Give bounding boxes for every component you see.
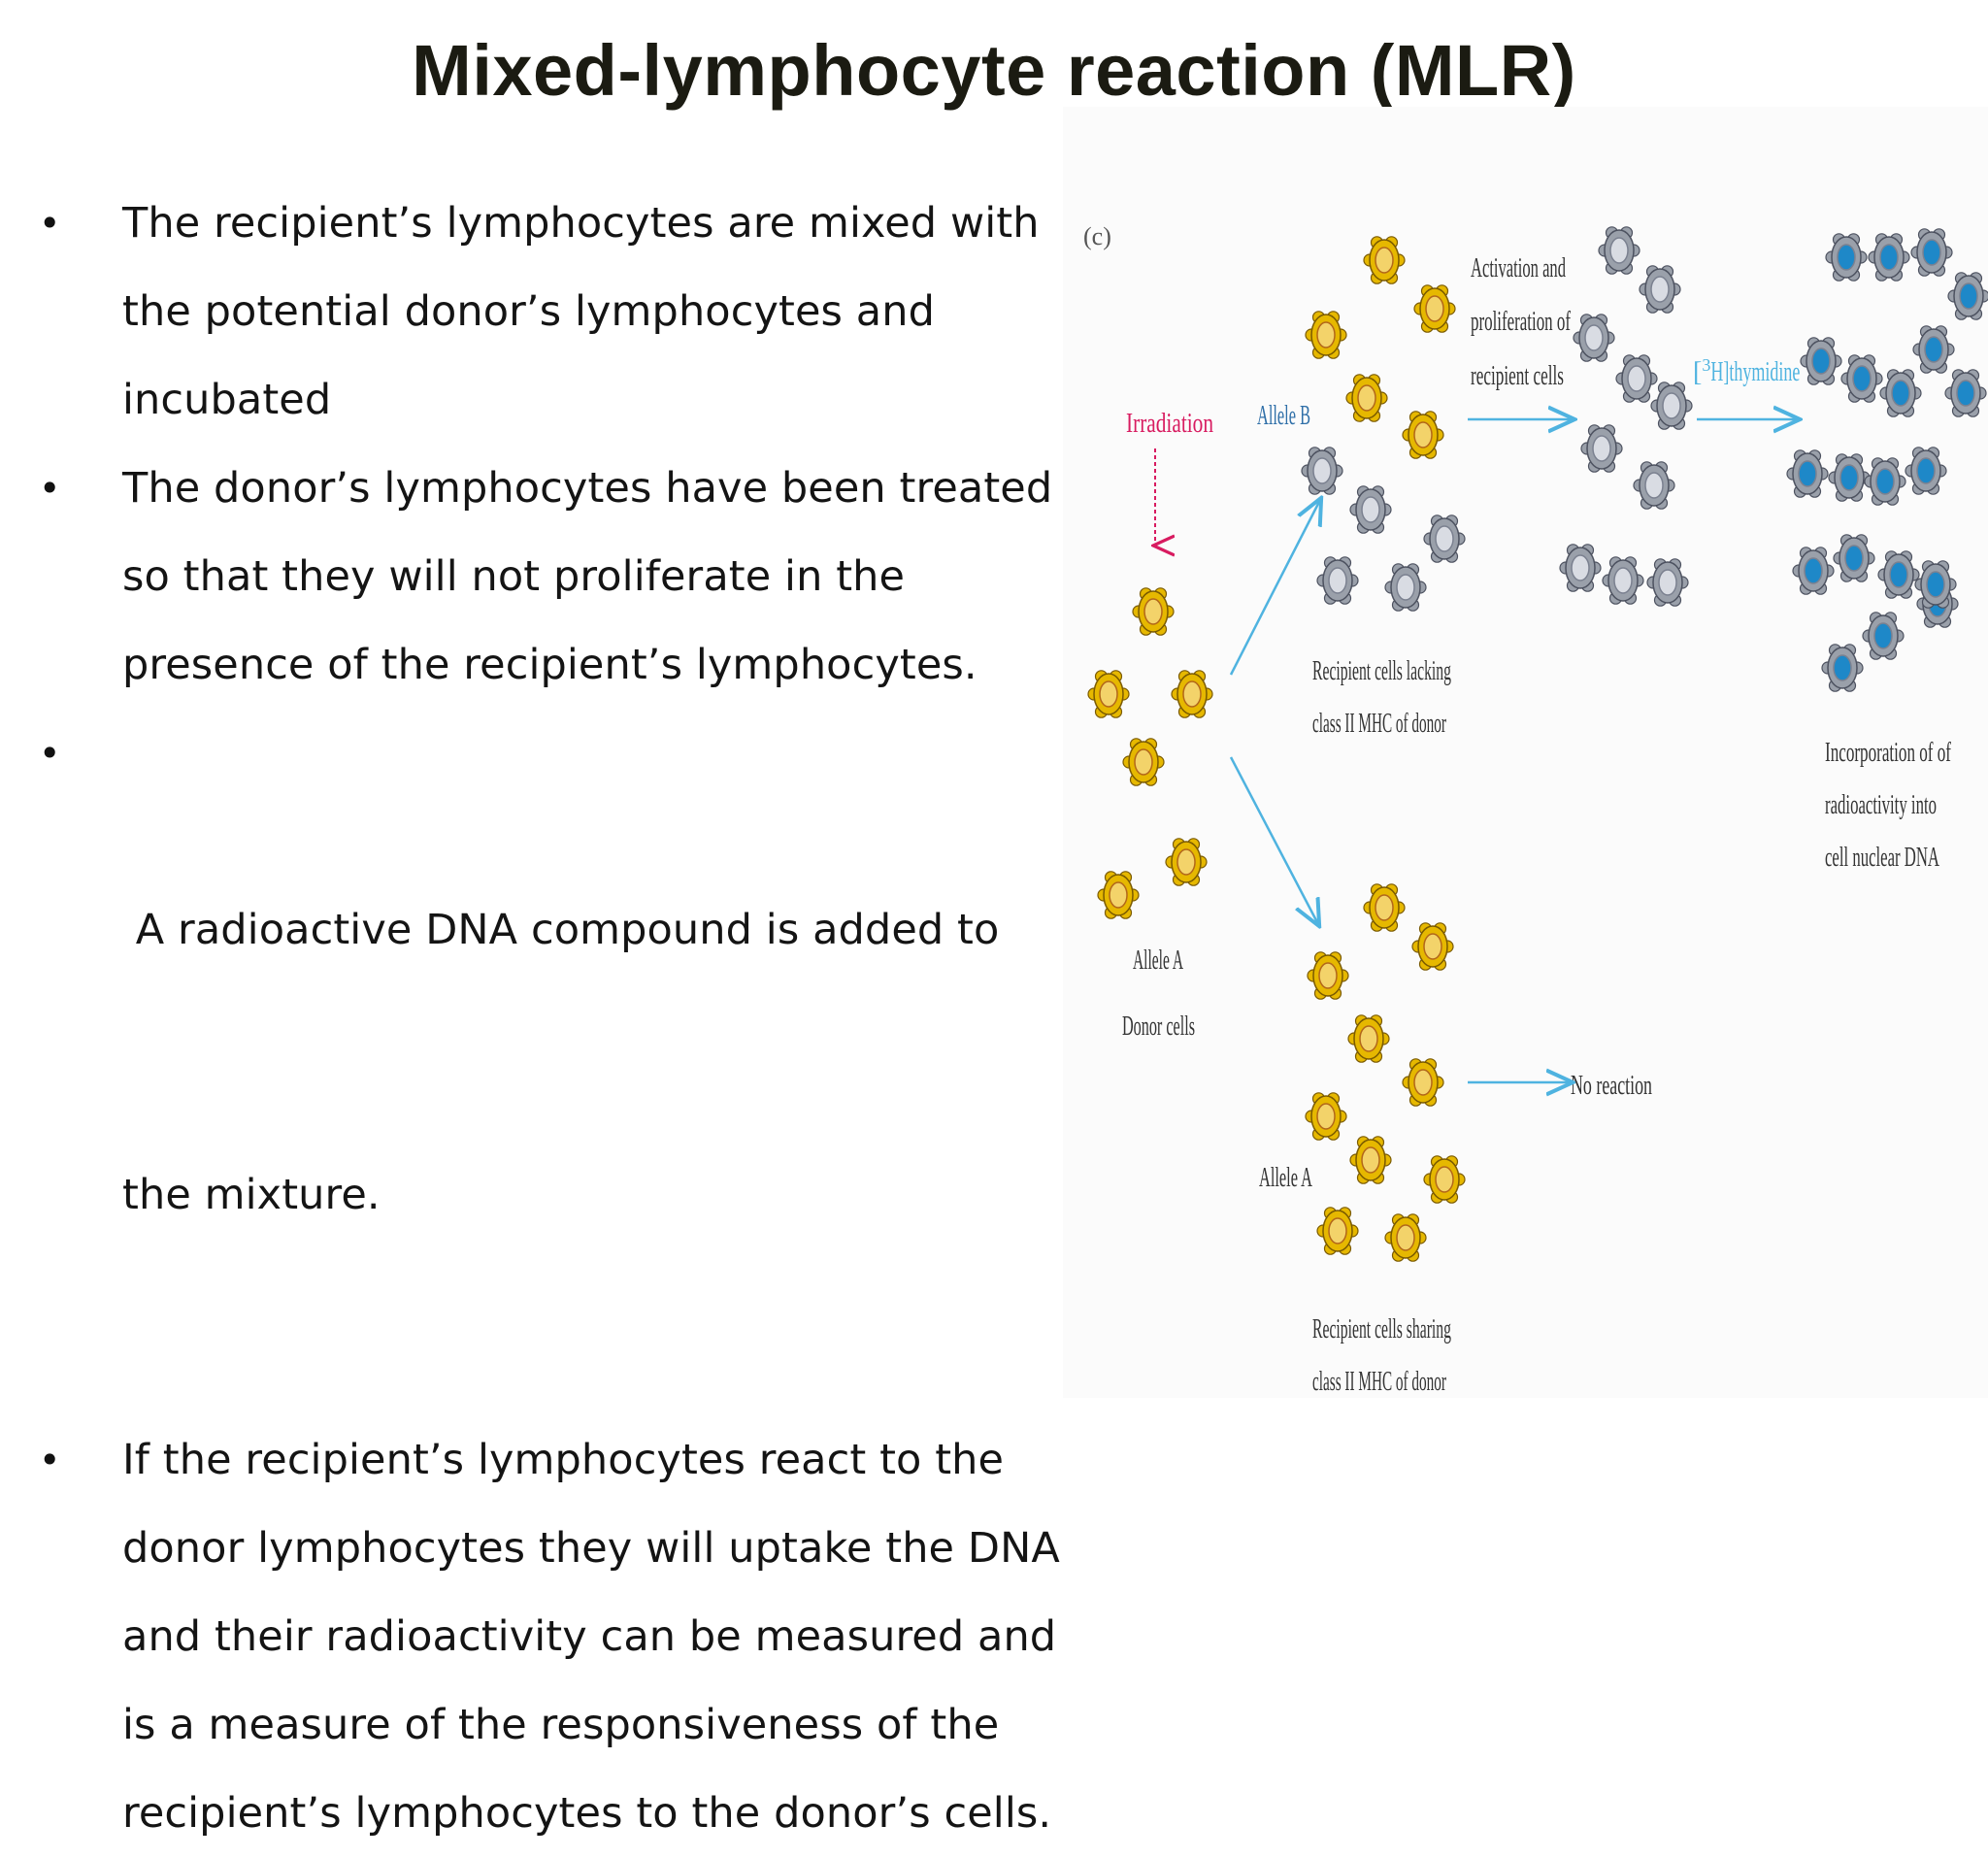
incorporation-line2: radioactivity into [1825,790,1937,820]
radioactive-cell [1840,354,1883,403]
proliferating-cell [1580,424,1623,473]
arrow-to-lacking [1229,500,1320,676]
recipient-lacking-line1: Recipient cells lacking [1312,656,1451,686]
bullet-dot: • [39,1439,61,1481]
donor-cell [1165,838,1208,886]
donor-cell [1122,738,1165,786]
radioactive-cell [1862,612,1905,660]
radioactive-cell [1864,457,1906,506]
radioactive-cell [1868,233,1910,282]
radioactive-cell [1947,272,1988,320]
recipient-cell-lacking [1423,514,1466,563]
mlr-diagram-panel [1063,107,1988,1398]
bullet-item: • A radioactive DNA compound is added to… [39,710,1087,1416]
radioactive-cell [1879,369,1922,417]
recipient-cell-sharing [1363,883,1406,932]
proliferating-cell [1559,544,1602,592]
radioactive-cell [1877,550,1920,599]
thymidine-label: [3H]thymidine [1693,355,1800,387]
recipient-cell-sharing [1423,1155,1466,1204]
recipient-cell-sharing [1305,1092,1347,1141]
panel-label: (c) [1083,222,1111,250]
radioactive-cell [1914,560,1957,609]
recipient-cell-lacking [1384,563,1427,612]
activation-label-line3: recipient cells [1471,361,1564,391]
radioactive-cell [1786,449,1829,498]
proliferating-cell [1615,354,1658,403]
proliferating-cell [1598,226,1640,275]
incorporation-line3: cell nuclear DNA [1825,843,1939,873]
recipient-cell-lacking [1301,447,1343,495]
bullet-item: • The recipient’s lymphocytes are mixed … [39,180,1087,445]
recipient-cell-lacking [1402,411,1444,459]
bullet-dot: • [39,732,61,775]
bullet-text: The recipient’s lymphocytes are mixed wi… [122,199,1040,424]
radioactive-cell [1905,447,1947,495]
activation-label-line2: proliferation of [1471,307,1571,337]
recipient-lacking-line2: class II MHC of donor [1312,709,1446,739]
activation-label-line1: Activation and [1471,253,1566,283]
radioactive-cell [1833,534,1875,582]
radioactive-cell [1910,228,1953,277]
recipient-cell-sharing [1411,922,1454,971]
proliferating-cell [1573,314,1615,362]
proliferating-cell [1646,558,1689,607]
radioactive-cell [1912,325,1955,374]
recipient-cell-sharing [1347,1014,1390,1063]
allele-b-label: Allele B [1257,401,1310,431]
donor-cells-label: Donor cells [1122,1012,1195,1042]
incorporation-line1: Incorporation of of [1825,738,1951,768]
donor-cell [1132,587,1175,636]
bullet-dot: • [39,202,61,245]
donor-cell [1097,871,1140,919]
radioactive-cell [1800,337,1842,385]
irradiation-label: Irradiation [1126,409,1213,439]
proliferating-cell [1650,382,1693,430]
recipient-cell-sharing [1316,1207,1359,1255]
recipient-cell-lacking [1349,485,1392,534]
bullet-text: The donor’s lymphocytes have been treate… [122,464,1053,689]
allele-a-recipient-label: Allele A [1259,1163,1312,1193]
radioactive-cell [1792,547,1835,595]
no-reaction-label: No reaction [1571,1071,1652,1101]
cell-groups [1087,226,1988,1262]
proliferating-cell [1639,265,1681,314]
donor-cell [1171,670,1213,718]
recipient-cell-lacking [1305,311,1347,359]
mlr-diagram: (c) Irradiation Allele B Allele A Donor … [1083,222,1988,1397]
recipient-sharing-line1: Recipient cells sharing [1312,1314,1451,1344]
proliferating-cell [1633,461,1675,510]
arrow-to-sharing [1229,756,1318,924]
radioactive-cell [1821,644,1864,692]
slide-title: Mixed-lymphocyte reaction (MLR) [412,30,1576,111]
recipient-cell-sharing [1307,951,1349,1000]
radioactive-cell [1825,233,1868,282]
recipient-cell-lacking [1363,236,1406,284]
donor-cell [1087,670,1130,718]
radioactive-cell [1828,453,1871,502]
recipient-cell-lacking [1413,284,1456,333]
recipient-sharing-line2: class II MHC of donor [1312,1367,1446,1397]
recipient-cell-sharing [1349,1136,1392,1184]
bullet-text: A radioactive DNA compound is added to t… [122,906,1000,1219]
bullet-item: • The donor’s lymphocytes have been trea… [39,445,1087,710]
recipient-cell-sharing [1402,1058,1444,1107]
bullet-dot: • [39,467,61,510]
proliferating-cell [1602,556,1644,605]
recipient-cell-lacking [1316,556,1359,605]
recipient-cell-lacking [1345,374,1388,422]
allele-a-donor-label: Allele A [1133,946,1183,976]
radioactive-cell [1944,369,1987,417]
recipient-cell-sharing [1384,1213,1427,1262]
